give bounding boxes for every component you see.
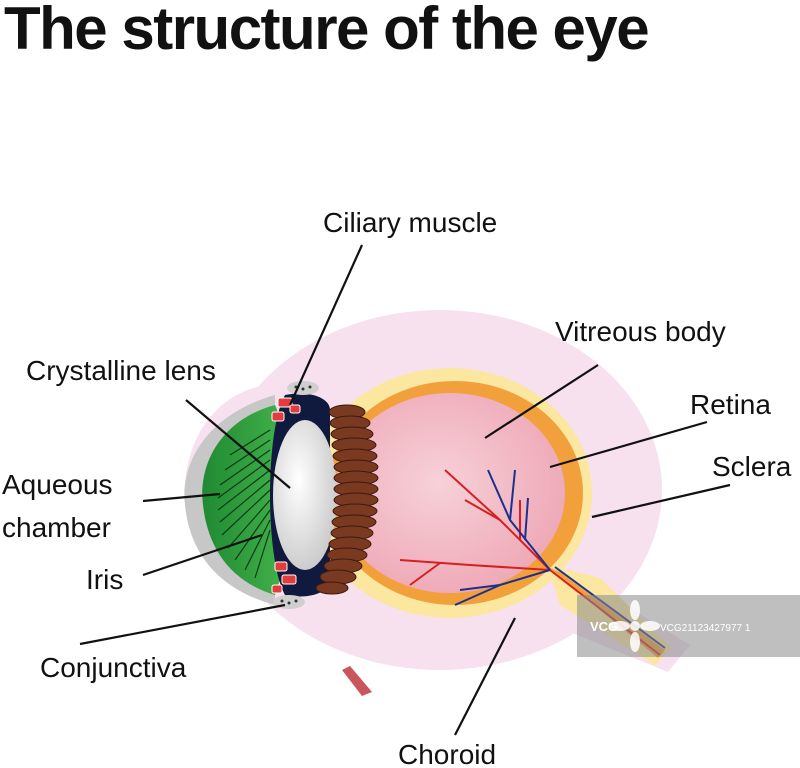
label-iris: Iris [86, 564, 123, 595]
crystalline-lens [273, 420, 337, 570]
label-crystalline-lens: Crystalline lens [26, 355, 216, 386]
leader-sclera [591, 483, 731, 519]
ciliary-muscle-detail [271, 397, 301, 594]
label-vitreous-body: Vitreous body [555, 316, 726, 347]
leader-conjunctiva [79, 603, 286, 646]
leader-choroid [454, 617, 516, 736]
page-title: The structure of the eye [4, 0, 650, 62]
label-conjunctiva: Conjunctiva [40, 652, 187, 683]
iris-fibres [217, 429, 271, 579]
leader-ciliary-muscle [288, 244, 364, 406]
watermark-logo: VCG [590, 619, 618, 634]
watermark-flower-icon [610, 600, 660, 652]
label-choroid: Choroid [398, 739, 496, 768]
leader-crystalline-lens [185, 399, 291, 489]
leader-vitreous-body [484, 364, 599, 439]
watermark-id: VCG21123427977 1 [660, 623, 751, 634]
label-aqueous: Aqueous [2, 469, 113, 500]
label-chamber: chamber [2, 512, 111, 543]
leader-retina [549, 420, 708, 469]
iris-coils [315, 404, 379, 595]
vitreous-body [335, 393, 565, 593]
inferior-muscle [342, 666, 372, 696]
watermark: VCG VCG21123427977 1 [577, 595, 800, 657]
leader-iris [142, 533, 263, 577]
label-ciliary-muscle: Ciliary muscle [323, 207, 497, 238]
label-sclera: Sclera [712, 451, 792, 482]
leader-aqueous-chamber [142, 492, 221, 503]
label-retina: Retina [690, 389, 771, 420]
